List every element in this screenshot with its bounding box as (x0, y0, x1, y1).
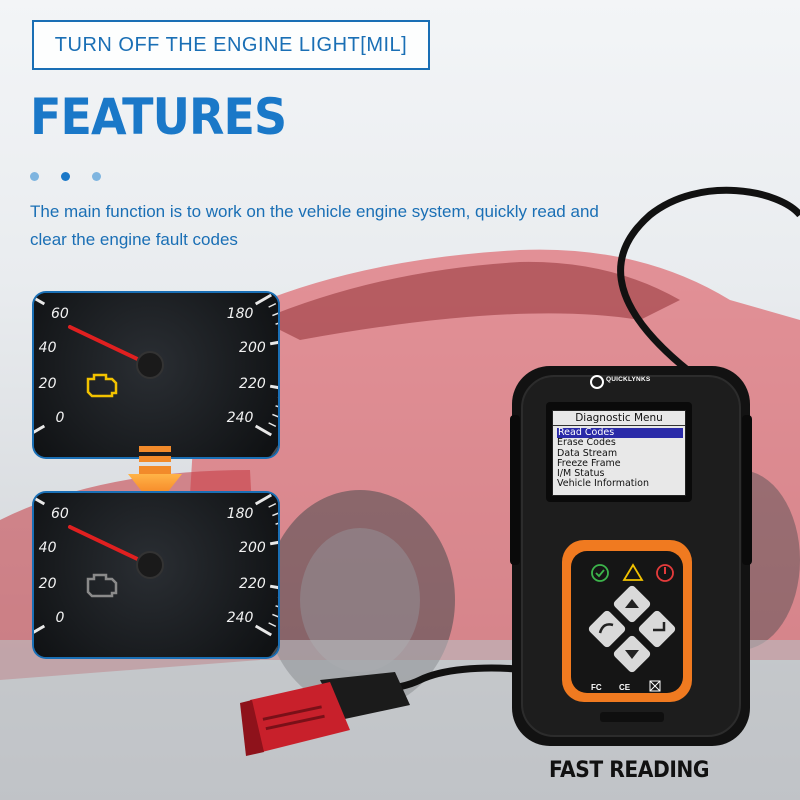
check-engine-light-on-icon (86, 373, 118, 398)
gauge-tick-label: 0 (55, 610, 64, 626)
gauge-tick-label: 200 (239, 340, 266, 356)
gauge-tick-label: 240 (227, 410, 254, 426)
gauge-tick-label: 60 (51, 506, 69, 522)
menu-item-vehicle-information[interactable]: Vehicle Information (557, 478, 649, 490)
gauge-tick-label: 180 (227, 506, 254, 522)
gauge-minor-tick (272, 511, 278, 517)
ok-status-icon (591, 564, 609, 582)
gauge-tick-label: 60 (51, 306, 69, 322)
brand-logo-icon (590, 375, 604, 389)
device-cable (617, 186, 800, 375)
gauge-minor-tick (268, 502, 277, 508)
gauge-tick-label: 220 (239, 376, 266, 392)
gauge-major-tick (34, 624, 46, 637)
obd-connector (240, 672, 410, 756)
up-button[interactable] (612, 584, 652, 624)
gauge-tick-label: 80 (74, 478, 92, 494)
gauge-after: 020406080100120140160180200220240 (32, 478, 280, 659)
check-engine-light-off-icon (86, 573, 118, 598)
ce-mark: CE (619, 683, 631, 692)
enter-button[interactable] (637, 609, 677, 649)
gauge-minor-tick (272, 311, 278, 317)
carousel-dot-active[interactable] (61, 172, 70, 181)
gauge-before: 020406080100120140160180200220240 (32, 278, 280, 459)
menu-item-data-stream[interactable]: Data Stream (557, 447, 618, 459)
weee-icon (649, 680, 661, 692)
gauge-tick-label: 180 (227, 306, 254, 322)
gauge-tick-label: 80 (74, 278, 92, 294)
diagnostic-menu: Read Codes Erase Codes Data Stream Freez… (553, 427, 685, 490)
gauge-tick-label: 20 (39, 376, 57, 392)
fc-mark: FC (591, 683, 602, 692)
gauge-minor-tick (268, 622, 277, 628)
gauge-tick-label: 220 (239, 576, 266, 592)
gauge-tick-label: 160 (203, 478, 230, 494)
carousel-dot[interactable] (30, 172, 39, 181)
gauge-minor-tick (268, 422, 277, 428)
gauge-tick-label: 0 (55, 410, 64, 426)
gauge-major-tick (269, 539, 278, 546)
carousel-dots (30, 172, 101, 181)
page-title: FEATURES (30, 88, 287, 146)
menu-item-read-codes[interactable]: Read Codes (557, 427, 683, 439)
gauge-tick-label: 160 (203, 278, 230, 294)
warning-status-icon (622, 563, 644, 581)
gauge-major-tick (34, 493, 46, 506)
device-brand: QUICKLYNKS (606, 376, 651, 383)
gauge-tick-label: 40 (39, 540, 57, 556)
gauge-major-tick (254, 293, 272, 306)
gauge-major-tick (34, 424, 46, 437)
menu-item-freeze-frame[interactable]: Freeze Frame (557, 457, 621, 469)
gauge-minor-tick (275, 405, 278, 409)
menu-item-im-status[interactable]: I/M Status (557, 468, 605, 480)
screen-title: Diagnostic Menu (553, 411, 685, 426)
gauge-tick-label: 200 (239, 540, 266, 556)
gauge-major-tick (254, 493, 272, 506)
back-button[interactable] (587, 609, 627, 649)
gauge-minor-tick (275, 321, 278, 325)
device-screen: Diagnostic Menu Read Codes Erase Codes D… (552, 410, 686, 496)
gauge-tick-label: 240 (227, 610, 254, 626)
down-button[interactable] (612, 634, 652, 674)
carousel-dot[interactable] (92, 172, 101, 181)
gauge-major-tick (34, 293, 46, 306)
gauge-major-tick (269, 384, 278, 391)
gauge-minor-tick (272, 613, 278, 619)
gauge-major-tick (254, 624, 272, 637)
gauge-major-tick (269, 339, 278, 346)
menu-item-erase-codes[interactable]: Erase Codes (557, 437, 616, 449)
gauge-minor-tick (272, 413, 278, 419)
gauge-tick-label: 40 (39, 340, 57, 356)
gauge-major-tick (254, 424, 272, 437)
needle (68, 325, 152, 367)
gauge-minor-tick (268, 302, 277, 308)
gauge-minor-tick (275, 521, 278, 525)
feature-description: The main function is to work on the vehi… (30, 202, 599, 249)
gauge-major-tick (269, 584, 278, 591)
fast-reading-label: FAST READING (549, 758, 710, 783)
error-status-icon (656, 564, 674, 582)
gauge-minor-tick (275, 605, 278, 609)
gauge-tick-label: 20 (39, 576, 57, 592)
feature-badge: TURN OFF THE ENGINE LIGHT[MIL] (32, 20, 430, 70)
